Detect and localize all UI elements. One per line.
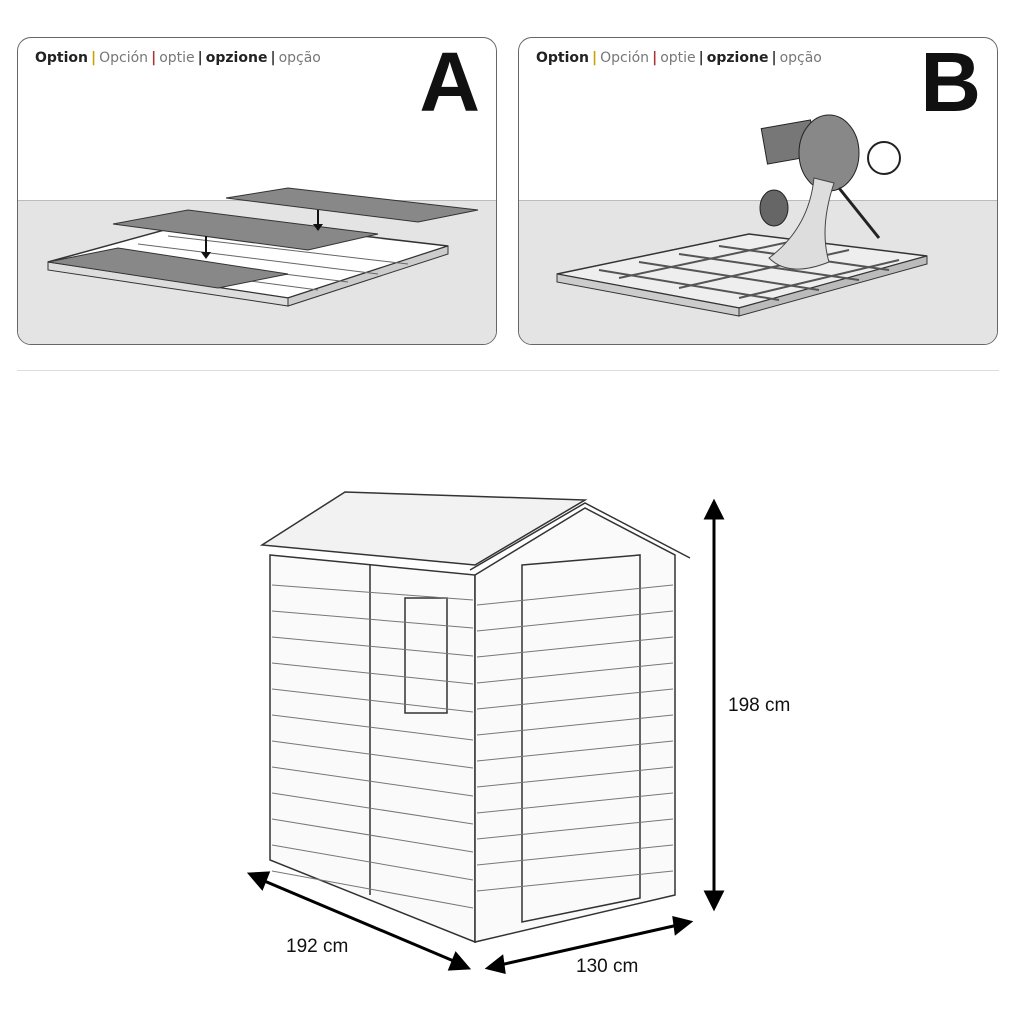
floor-panels-illustration [47, 187, 479, 307]
option-labels: Option|Opción|optie|opzione|opção [35, 50, 321, 66]
concrete-pour-illustration [556, 114, 928, 317]
shed-roof [259, 491, 588, 566]
separator: | [197, 50, 203, 66]
option-a-panel: Option|Opción|optie|opzione|opção A [17, 37, 497, 345]
shed-window [404, 597, 448, 714]
siding-line [271, 662, 474, 685]
siding-line [476, 636, 674, 658]
option-b-panel: Option|Opción|optie|opzione|opção B [518, 37, 998, 345]
separator: | [270, 50, 276, 66]
siding-line [476, 740, 674, 762]
siding-line [271, 844, 474, 881]
siding-line [271, 870, 474, 909]
label-nl: optie [159, 50, 195, 66]
depth-dimension: 192 cm [286, 936, 349, 957]
siding-line [271, 766, 474, 797]
siding-line [476, 766, 674, 788]
separator: | [771, 50, 777, 66]
siding-line [476, 714, 674, 736]
siding-line [476, 610, 674, 632]
separator: | [698, 50, 704, 66]
siding-line [271, 688, 474, 713]
siding-line [476, 870, 674, 892]
option-letter: B [920, 37, 981, 129]
separator: | [151, 50, 157, 66]
siding-line [476, 792, 674, 814]
siding-line [271, 636, 474, 657]
siding-line [271, 714, 474, 741]
label-en: Option [35, 50, 88, 66]
label-pt: opção [278, 50, 321, 66]
separator: | [652, 50, 658, 66]
label-es: Opción [99, 50, 149, 66]
siding-line [271, 740, 474, 769]
separator: | [91, 50, 97, 66]
label-es: Opción [600, 50, 650, 66]
label-nl: optie [660, 50, 696, 66]
siding-line [271, 584, 474, 601]
label-pt: opção [779, 50, 822, 66]
siding-line [476, 662, 674, 684]
height-dimension: 198 cm [728, 695, 791, 716]
siding-line [271, 610, 474, 629]
label-it: opzione [706, 50, 769, 66]
option-letter: A [419, 37, 480, 129]
separator: | [592, 50, 598, 66]
label-en: Option [536, 50, 589, 66]
label-it: opzione [205, 50, 268, 66]
dimension-arrows [246, 498, 725, 974]
shed-door [521, 554, 641, 923]
siding-line [476, 844, 674, 866]
siding-line [476, 584, 674, 606]
section-divider [17, 370, 999, 371]
siding-line [476, 818, 674, 840]
siding-line [271, 792, 474, 825]
width-dimension: 130 cm [576, 956, 639, 977]
siding-line [271, 818, 474, 853]
siding-line [476, 688, 674, 710]
option-labels: Option|Opción|optie|opzione|opção [536, 50, 822, 66]
